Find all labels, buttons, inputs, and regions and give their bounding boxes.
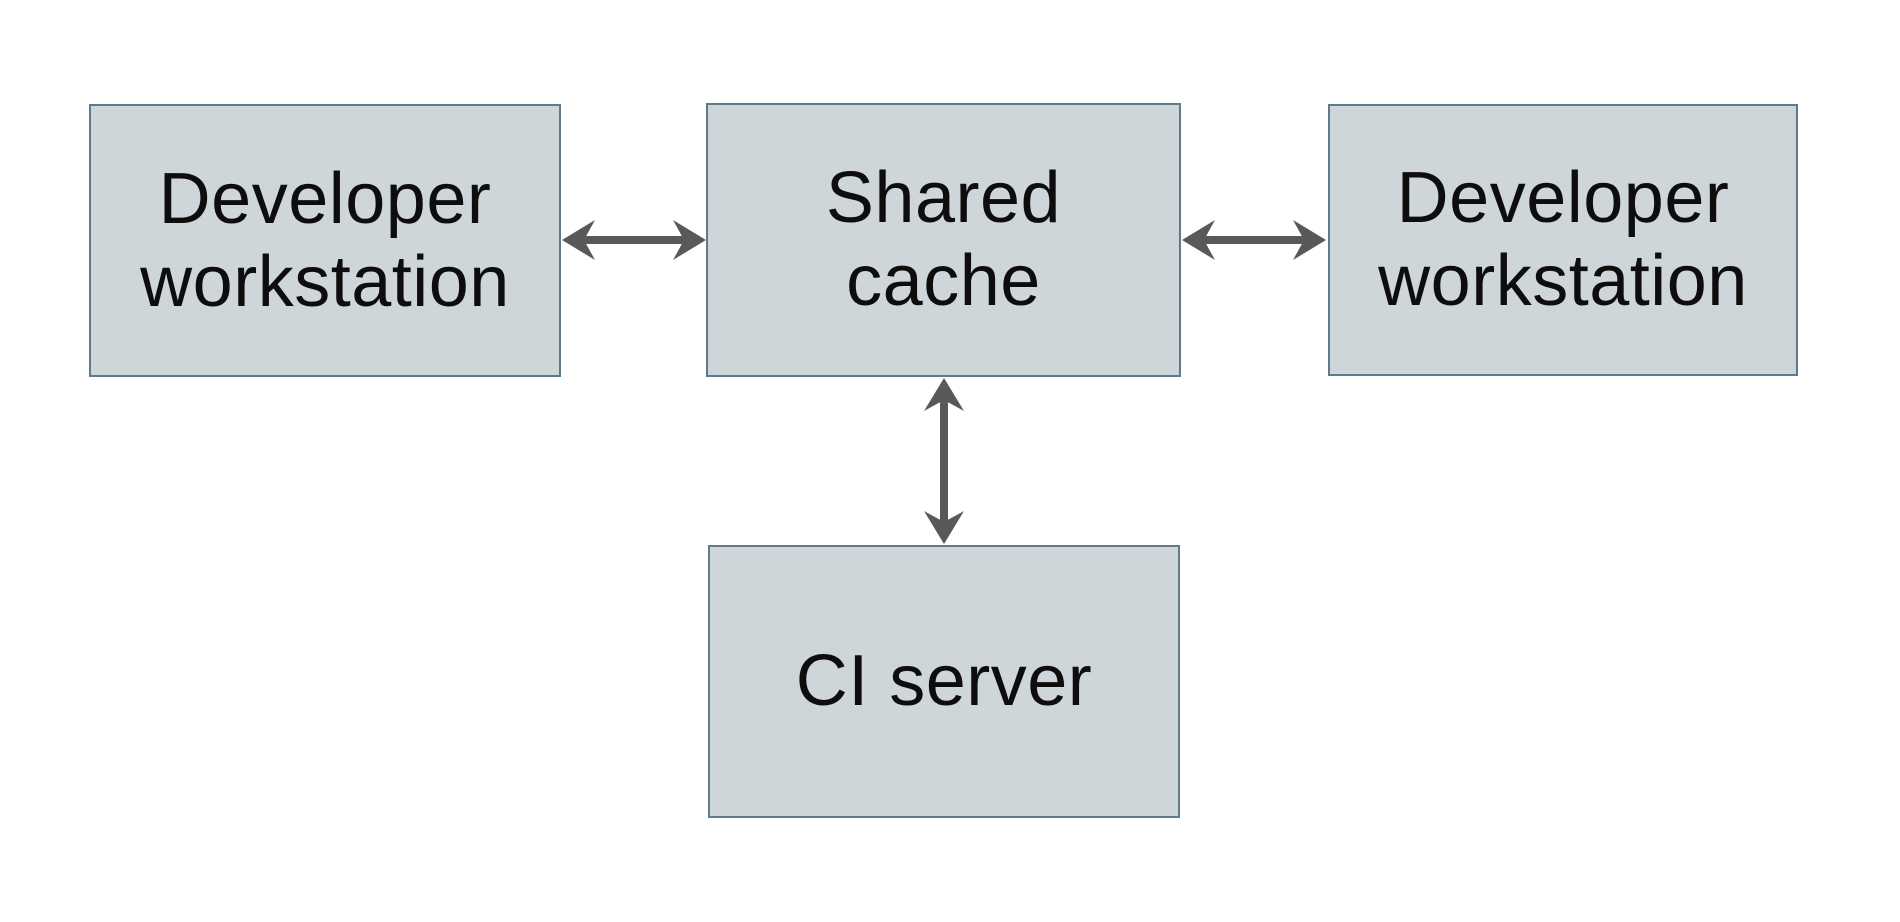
- node-developer-workstation-left: Developer workstation: [89, 104, 561, 377]
- arrowhead-right-icon: [1293, 220, 1326, 260]
- node-ci-server: CI server: [708, 545, 1180, 818]
- node-label: Developer workstation: [1378, 158, 1748, 321]
- arrowhead-left-icon: [562, 220, 595, 260]
- node-label: Shared cache: [825, 158, 1062, 321]
- node-developer-workstation-right: Developer workstation: [1328, 104, 1798, 376]
- arrowhead-up-icon: [924, 378, 964, 411]
- arrow-left-workstation-to-shared-cache: [562, 220, 706, 260]
- node-label: Developer workstation: [140, 158, 510, 322]
- arrowhead-left-icon: [1182, 220, 1215, 260]
- arrow-shared-cache-to-right-workstation: [1182, 220, 1326, 260]
- arrowhead-right-icon: [673, 220, 706, 260]
- arrow-shared-cache-to-ci-server: [924, 378, 964, 544]
- node-label: CI server: [795, 641, 1093, 722]
- node-shared-cache: Shared cache: [706, 103, 1181, 377]
- arrowhead-down-icon: [924, 511, 964, 544]
